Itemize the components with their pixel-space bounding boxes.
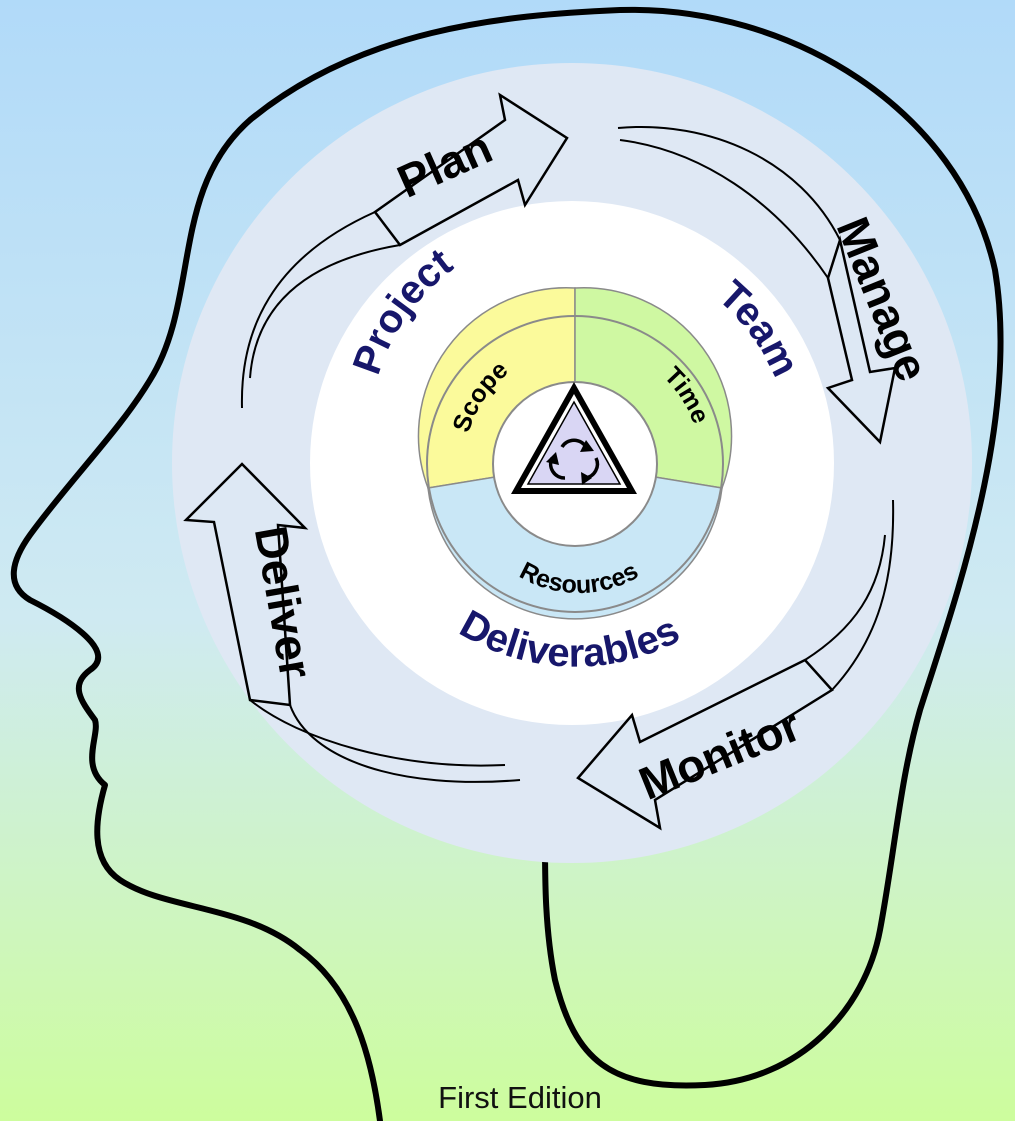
deliver-arrow: [183, 462, 521, 783]
recycle-arrows-icon: [511, 382, 637, 494]
edition-label: First Edition: [438, 1080, 602, 1115]
plan-arrow: [240, 92, 569, 409]
head-silhouette: [10, 6, 1004, 1121]
monitor-arrow: [576, 499, 895, 831]
core-ring-outline: [426, 315, 724, 613]
manage-arrow: [617, 126, 897, 445]
